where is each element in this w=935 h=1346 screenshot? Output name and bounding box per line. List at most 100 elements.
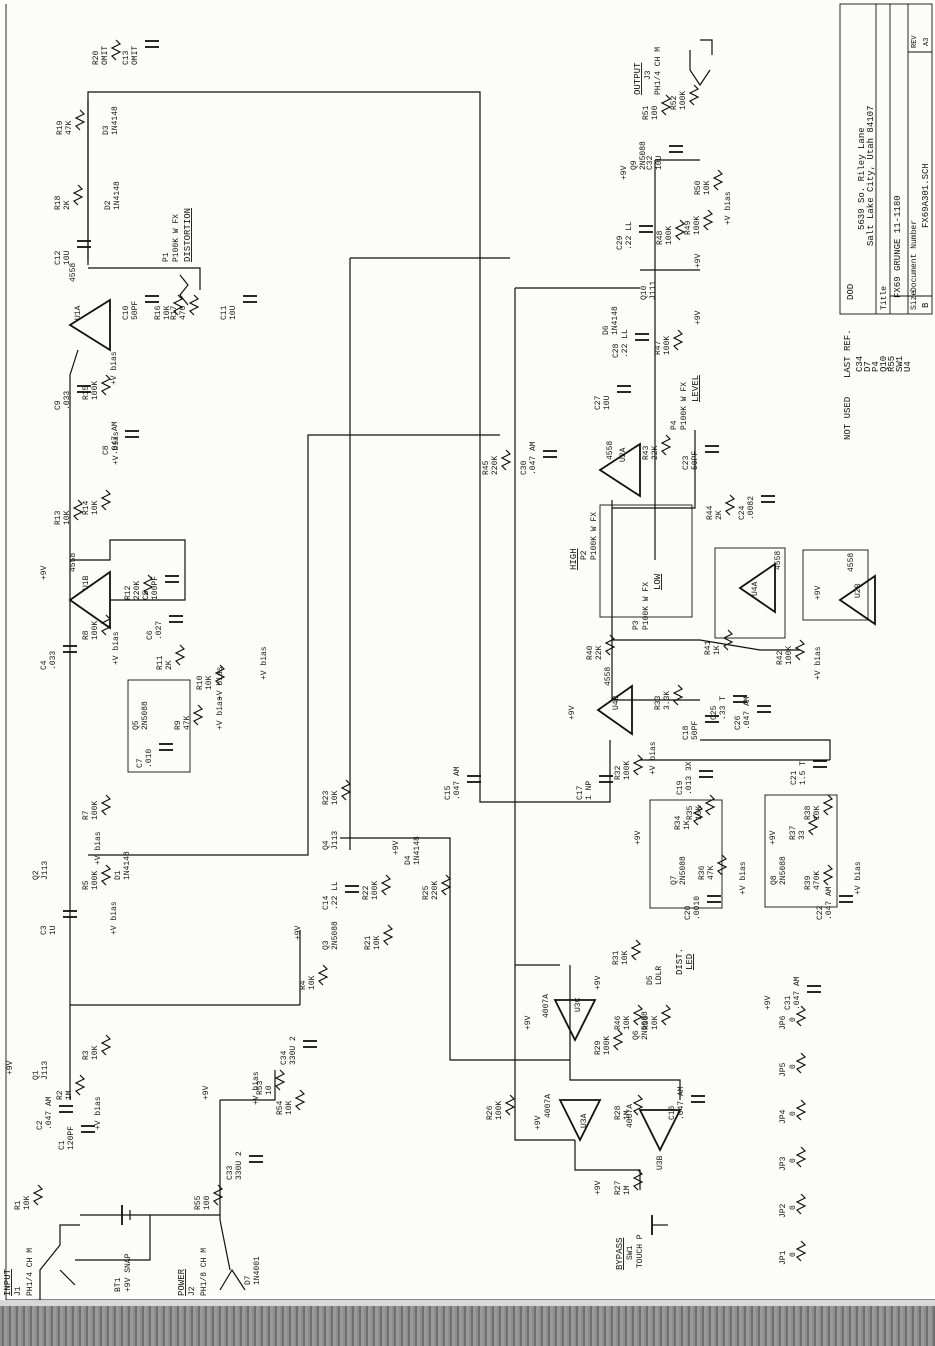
title-label: Title bbox=[880, 286, 889, 310]
resistor-symbol bbox=[72, 499, 84, 521]
resistor-symbol bbox=[74, 1074, 86, 1096]
resistor-ref: R2 bbox=[56, 1090, 65, 1100]
svg-text:SW1: SW1 bbox=[626, 1245, 635, 1260]
resistor-symbol bbox=[822, 794, 834, 816]
transistor-part: 2N5088 bbox=[679, 856, 688, 885]
capacitor-ref: C17 bbox=[576, 785, 585, 800]
company-address-street: 5639 So. Riley Lane bbox=[857, 127, 867, 230]
capacitor-ref: C15 bbox=[444, 785, 453, 800]
resistor-ref: R39 bbox=[804, 875, 813, 890]
capacitor-value: .047 AM bbox=[677, 1086, 686, 1120]
vbias-rail: +V bias bbox=[739, 861, 748, 895]
capacitor-ref: C10 bbox=[122, 305, 131, 320]
jumper-ref: JP6 bbox=[779, 1015, 788, 1030]
capacitor-value: 10U bbox=[603, 395, 612, 410]
resistor-symbol bbox=[74, 109, 86, 131]
resistor-symbol bbox=[100, 489, 112, 511]
resistor-ref: R30 bbox=[642, 1015, 651, 1030]
svg-text:U4B: U4B bbox=[612, 695, 621, 710]
capacitor-ref: C18 bbox=[682, 725, 691, 740]
resistor-ref: R29 bbox=[594, 1040, 603, 1055]
resistor-symbol bbox=[174, 644, 186, 666]
resistor-symbol bbox=[500, 449, 512, 471]
resistor-symbol bbox=[724, 494, 736, 516]
svg-text:J3: J3 bbox=[644, 70, 653, 80]
resistor-symbol bbox=[214, 664, 226, 686]
transistor-part: J113 bbox=[41, 1061, 50, 1080]
scan-edge bbox=[0, 1300, 935, 1306]
resistor-symbol bbox=[660, 1004, 672, 1026]
title-block: DOD 5639 So. Riley Lane Salt Lake City, … bbox=[839, 3, 933, 315]
q7-network-box bbox=[649, 799, 723, 909]
resistor-ref: R10 bbox=[196, 675, 205, 690]
resistor-value: 10K bbox=[163, 305, 172, 320]
resistor-symbol bbox=[674, 219, 686, 241]
resistor-symbol bbox=[632, 1004, 644, 1026]
resistor-symbol bbox=[630, 939, 642, 961]
svg-text:4558: 4558 bbox=[847, 553, 856, 572]
diode-part: 1N4148 bbox=[413, 836, 422, 865]
transistor-ref: Q3 bbox=[322, 940, 331, 950]
resistor-value: 10K bbox=[623, 1015, 632, 1030]
resistor-value: 100K bbox=[785, 646, 794, 665]
revision: A3 bbox=[923, 38, 931, 46]
svg-text:U3A: U3A bbox=[580, 1113, 589, 1128]
resistor-value: 2K bbox=[63, 200, 72, 210]
resistor-symbol bbox=[188, 294, 200, 316]
svg-text:PH1/4 CH M: PH1/4 CH M bbox=[654, 47, 663, 95]
resistor-symbol bbox=[632, 1169, 644, 1191]
resistor-value: 100K bbox=[603, 1036, 612, 1055]
not-used-ref: C34 bbox=[855, 356, 865, 372]
capacitor-ref: C9 bbox=[54, 400, 63, 410]
svg-text:U4A: U4A bbox=[751, 581, 760, 596]
svg-text:P4: P4 bbox=[670, 420, 679, 430]
diode-part: 1N4148 bbox=[111, 106, 120, 135]
capacitor-value: .047 AM bbox=[825, 886, 834, 920]
wiring bbox=[69, 91, 831, 1271]
document-number-label: Document Number bbox=[910, 220, 919, 292]
resistor-ref: R47 bbox=[654, 340, 663, 355]
plus-9v-rail: +9V bbox=[534, 1115, 543, 1130]
resistor-value: 100K bbox=[91, 871, 100, 890]
jumper-value: 0 bbox=[789, 1111, 798, 1116]
resistor-ref: R16 bbox=[154, 305, 163, 320]
capacitor-value: .047 AM bbox=[45, 1096, 54, 1130]
resistor-value: 10K bbox=[285, 1100, 294, 1115]
resistor-value: 10K bbox=[91, 1045, 100, 1060]
svg-text:4558: 4558 bbox=[606, 441, 615, 460]
capacitor-value: 1 NP bbox=[585, 781, 594, 800]
diode-ref: D2 bbox=[104, 200, 113, 210]
svg-text:4007A: 4007A bbox=[542, 994, 551, 1018]
resistor-value: 470 bbox=[179, 305, 188, 320]
resistor-value: 2K bbox=[165, 660, 174, 670]
resistor-ref: R36 bbox=[698, 865, 707, 880]
diode-ref: D7 bbox=[244, 1275, 253, 1285]
resistor-ref: R19 bbox=[56, 120, 65, 135]
svg-text:BT1: BT1 bbox=[114, 1277, 123, 1292]
resistor-ref: R3 bbox=[82, 1050, 91, 1060]
capacitor-value: 1U bbox=[49, 925, 58, 935]
svg-text:J2: J2 bbox=[188, 1286, 197, 1296]
resistor-ref: R33 bbox=[654, 695, 663, 710]
vbias-rail: +V bias bbox=[854, 861, 863, 895]
resistor-value: 10K bbox=[373, 935, 382, 950]
resistor-ref: R52 bbox=[670, 95, 679, 110]
transistor-ref: Q8 bbox=[770, 875, 779, 885]
svg-text:4007A: 4007A bbox=[626, 1104, 635, 1128]
plus-9v-rail: +9V bbox=[594, 1180, 603, 1195]
svg-text:4558: 4558 bbox=[69, 553, 78, 572]
resistor-symbol bbox=[660, 94, 672, 116]
resistor-ref: R37 bbox=[789, 825, 798, 840]
capacitor-ref: C34 bbox=[280, 1050, 289, 1065]
resistor-symbol bbox=[795, 1052, 807, 1074]
resistor-value: 10K bbox=[695, 805, 704, 820]
svg-text:U2A: U2A bbox=[619, 447, 628, 462]
resistor-value: 100K bbox=[679, 91, 688, 110]
capacitor-value: OMIT bbox=[131, 46, 140, 65]
resistor-symbol bbox=[32, 1184, 44, 1206]
resistor-value: 10K bbox=[703, 180, 712, 195]
svg-text:P100K W FX: P100K W FX bbox=[590, 512, 599, 560]
svg-text:LOW: LOW bbox=[653, 573, 663, 590]
capacitor-ref: C16 bbox=[668, 1105, 677, 1120]
